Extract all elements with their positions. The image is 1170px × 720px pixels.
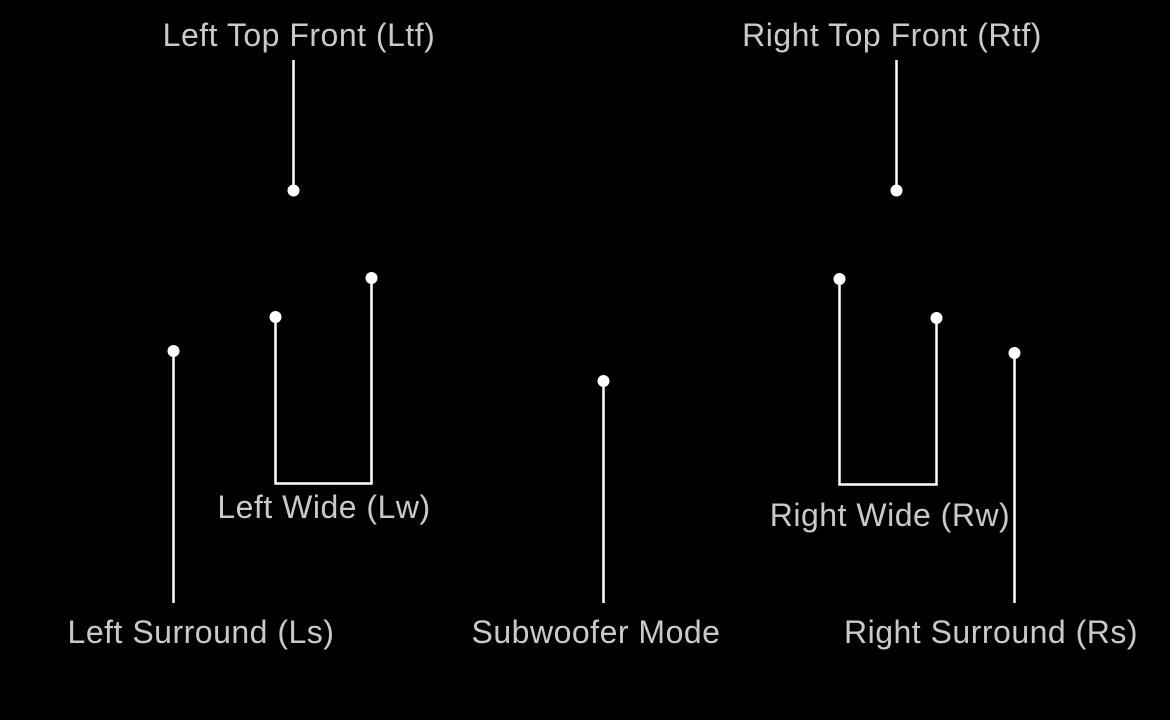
left-wide-bracket-line	[274, 281, 373, 485]
label-left-top-front: Left Top Front (Ltf)	[162, 17, 436, 53]
subwoofer-speaker-dot	[597, 375, 610, 387]
left-surround-speaker-dot	[167, 345, 180, 357]
label-right-surround: Right Surround (Rs)	[843, 614, 1139, 650]
left-top-front-speaker-dot	[287, 184, 300, 197]
label-right-wide: Right Wide (Rw)	[769, 497, 1011, 533]
right-wide-callout	[833, 273, 943, 486]
right-surround-speaker-dot	[1008, 347, 1021, 359]
right-top-front-speaker-dot	[890, 184, 903, 197]
right-wide-speaker-dot-2	[930, 312, 943, 324]
right-wide-speaker-dot-1	[833, 273, 846, 285]
left-wide-speaker-dot-2	[365, 272, 378, 284]
right-wide-bracket-line	[838, 282, 938, 486]
subwoofer-callout	[597, 375, 610, 603]
left-wide-callout	[269, 272, 378, 485]
left-wide-speaker-dot-1	[269, 311, 282, 323]
right-surround-callout	[1008, 347, 1021, 603]
label-subwoofer-mode: Subwoofer Mode	[471, 614, 721, 650]
label-left-wide: Left Wide (Lw)	[217, 489, 431, 525]
left-top-front-callout	[287, 60, 300, 197]
left-surround-callout	[167, 345, 180, 603]
right-top-front-callout	[890, 60, 903, 197]
label-right-top-front: Right Top Front (Rtf)	[742, 17, 1042, 53]
label-left-surround: Left Surround (Ls)	[67, 614, 335, 650]
